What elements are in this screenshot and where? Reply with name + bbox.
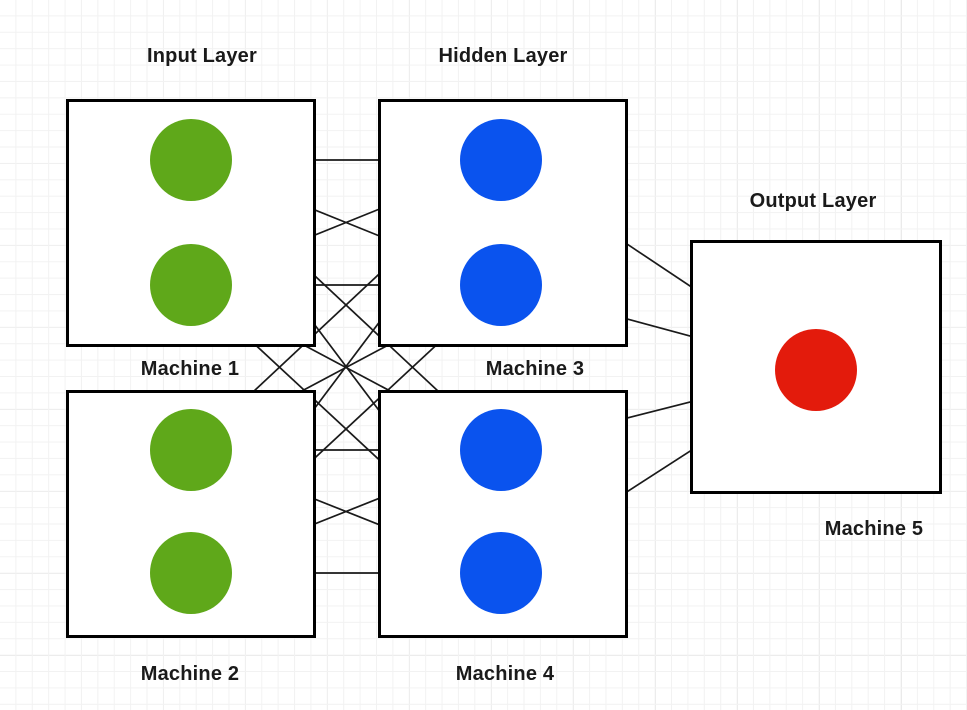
- hidden-node-h4[interactable]: [460, 532, 542, 614]
- input-node-i2[interactable]: [150, 244, 232, 326]
- layer-title-hidden: Hidden Layer: [438, 45, 568, 67]
- hidden-node-h3[interactable]: [460, 409, 542, 491]
- input-node-i3[interactable]: [150, 409, 232, 491]
- machine-label-machine5: Machine 5: [824, 518, 924, 540]
- input-node-i4[interactable]: [150, 532, 232, 614]
- output-node-o1[interactable]: [775, 329, 857, 411]
- hidden-node-h1[interactable]: [460, 119, 542, 201]
- layer-title-input: Input Layer: [147, 45, 257, 67]
- layer-title-output: Output Layer: [749, 190, 877, 212]
- hidden-node-h2[interactable]: [460, 244, 542, 326]
- machine-label-machine3: Machine 3: [485, 358, 585, 380]
- machine-label-machine1: Machine 1: [140, 358, 240, 380]
- machine-label-machine4: Machine 4: [455, 663, 555, 685]
- input-node-i1[interactable]: [150, 119, 232, 201]
- machine-label-machine2: Machine 2: [140, 663, 240, 685]
